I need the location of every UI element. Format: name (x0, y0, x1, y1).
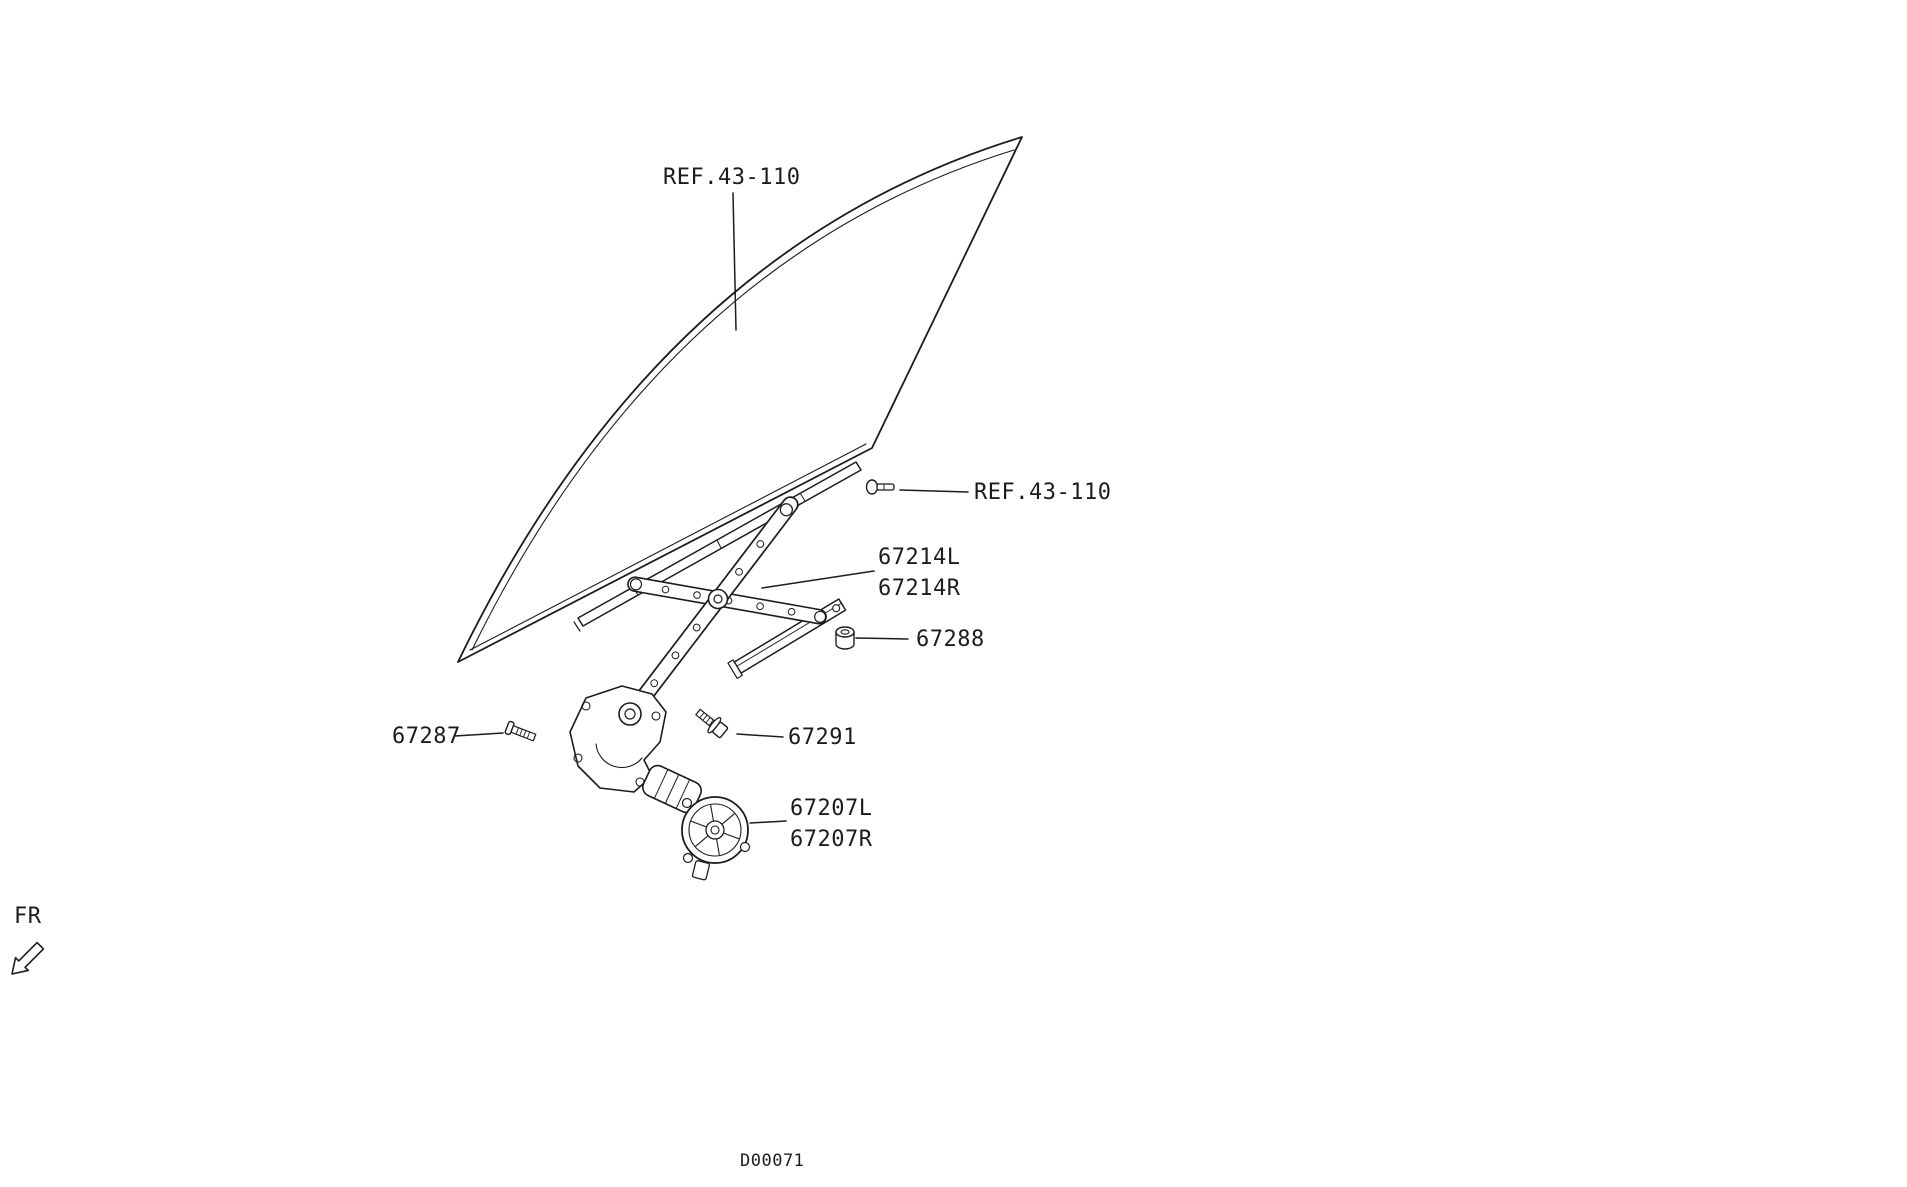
part-label-67207L: 67207L (790, 796, 873, 821)
drawing-code: D00071 (740, 1151, 805, 1171)
fr-label: FR (14, 904, 42, 929)
fr-arrow-icon (11, 941, 45, 975)
part-label-67214R: 67214R (878, 576, 961, 601)
drum-spokes (690, 804, 740, 856)
part-label-67288: 67288 (916, 627, 985, 652)
part-label-67214L: 67214L (878, 545, 961, 570)
bolt-67291 (695, 708, 729, 739)
door-glass (457, 136, 1023, 663)
fastener-clip (865, 479, 895, 495)
nut-67288 (835, 626, 855, 650)
part-label-67287: 67287 (392, 724, 461, 749)
base-bracket (569, 685, 667, 793)
part-label-67291: 67291 (788, 725, 857, 750)
window-regulator (569, 496, 847, 793)
motor-connector (691, 860, 711, 881)
callout-ref-glass: REF.43-110 (663, 165, 801, 190)
callout-ref-clip: REF.43-110 (974, 480, 1112, 505)
screw-67287 (504, 720, 537, 742)
leader-lines (454, 192, 969, 824)
center-pivot (707, 588, 729, 610)
part-label-67207R: 67207R (790, 827, 873, 852)
motor-assembly (642, 764, 751, 881)
